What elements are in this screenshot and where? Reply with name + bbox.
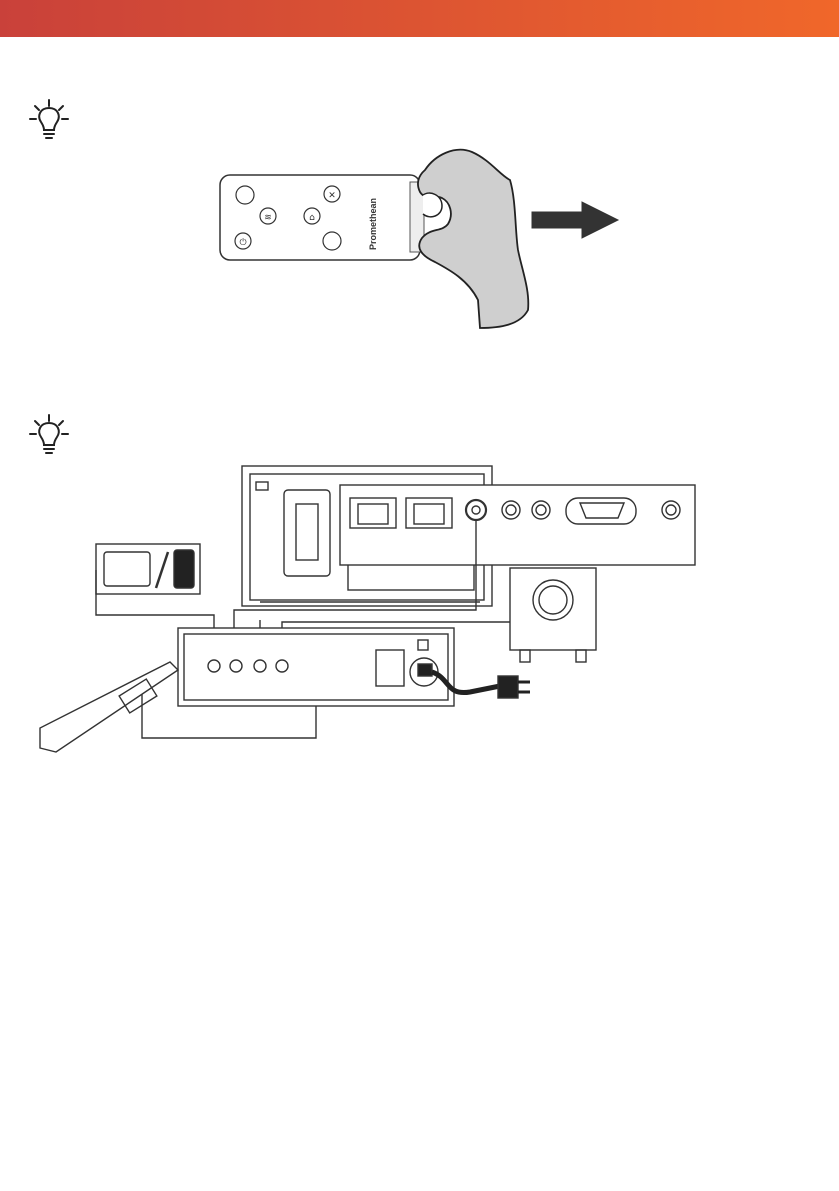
svg-text:⏻: ⏻ [239, 237, 246, 248]
svg-text:⌂: ⌂ [309, 213, 315, 223]
svg-text:≋: ≋ [264, 213, 272, 223]
blank-button [236, 186, 254, 204]
remote-removal-figure: ✕ ≋ ⌂ ⏻ Promethean [210, 140, 630, 340]
connection-diagram [30, 460, 710, 760]
arrow-right-icon [532, 202, 618, 238]
power-plug [498, 676, 518, 698]
header-bar [0, 0, 839, 37]
hand-illustration [418, 150, 528, 328]
svg-text:✕: ✕ [328, 191, 336, 201]
lightbulb-icon [28, 98, 70, 144]
phone-icon [174, 550, 194, 588]
blank-button [323, 232, 341, 250]
lightbulb-icon [28, 413, 70, 459]
remote-brand-logo: Promethean [368, 198, 378, 250]
port-panel-detail [340, 485, 695, 565]
